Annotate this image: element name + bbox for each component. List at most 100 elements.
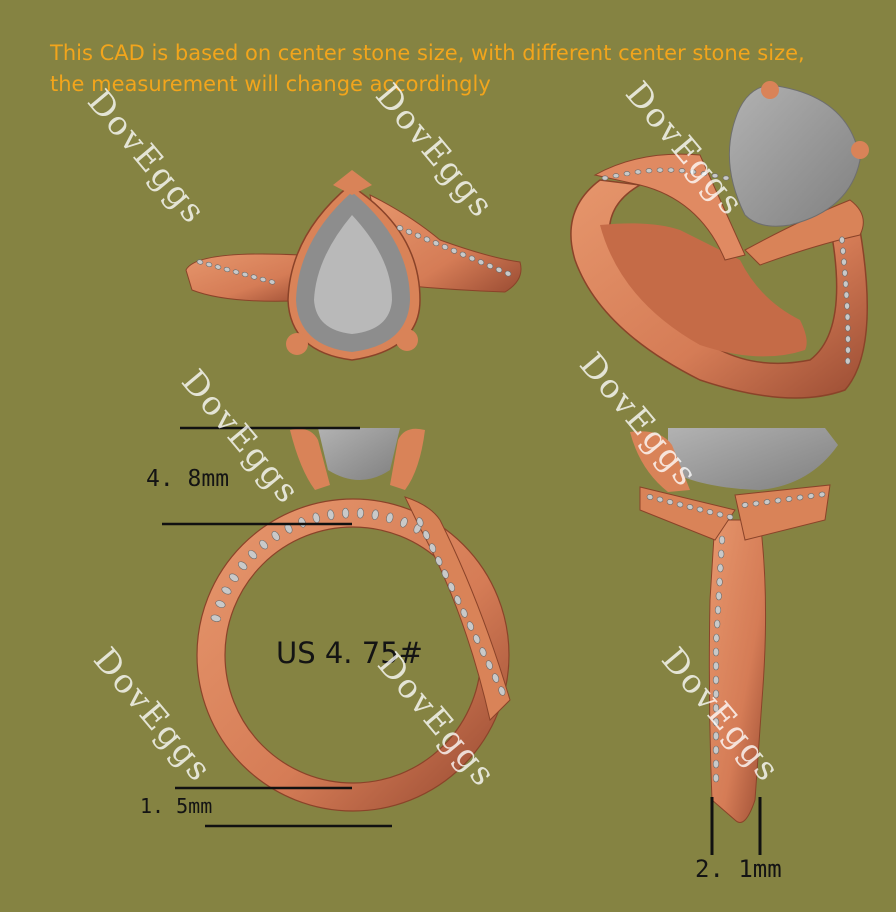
accent-stone (210, 614, 222, 622)
accent-stone (477, 259, 485, 266)
perspective-shoulder (744, 199, 864, 266)
accent-stone (473, 634, 481, 644)
accent-stone (840, 247, 846, 255)
accent-stone (454, 595, 462, 605)
accent-stone (237, 561, 248, 570)
accent-stone (371, 509, 379, 521)
front-view-prong-right (390, 428, 425, 490)
accent-stone (716, 511, 724, 518)
accent-stone (645, 168, 653, 174)
accent-stone (711, 173, 719, 179)
side-view-shank (708, 519, 767, 823)
accent-stone (841, 258, 847, 266)
cad-notice-line-2: the measurement will change accordingly (50, 72, 491, 96)
accent-stone (396, 225, 404, 231)
accent-stone (486, 263, 494, 269)
accent-stone (312, 512, 320, 524)
accent-stone (248, 550, 258, 560)
accent-stone (845, 335, 851, 343)
accent-stone (656, 167, 664, 173)
accent-stone (646, 494, 654, 500)
accent-stone (221, 586, 232, 595)
perspective-pear-stone (728, 84, 861, 227)
accent-stone (667, 167, 675, 173)
top-view (185, 170, 522, 361)
front-view (162, 426, 511, 828)
accent-stone (696, 506, 704, 513)
accent-stone (466, 621, 474, 631)
accent-stone (726, 514, 734, 520)
accent-stone (796, 494, 804, 501)
accent-stone (229, 573, 239, 582)
accent-stone (818, 491, 826, 498)
accent-stone (844, 302, 850, 310)
side-view-shoulder-right (734, 484, 831, 541)
accent-stone (842, 280, 849, 288)
accent-stone (405, 228, 413, 235)
top-height-label: 4. 8mm (146, 466, 230, 492)
accent-stone (196, 259, 204, 265)
accent-stone (435, 556, 443, 566)
accent-stone (774, 497, 782, 504)
accent-stone (714, 619, 721, 629)
accent-stone (718, 535, 726, 545)
accent-stone (250, 274, 258, 280)
accent-stone (656, 496, 664, 503)
accent-stone (479, 647, 487, 657)
accent-stone (504, 270, 512, 277)
accent-stone (495, 266, 503, 273)
top-view-prong-right (396, 329, 418, 351)
perspective-band-inner (600, 223, 807, 357)
front-view-stone (318, 428, 400, 480)
accent-stone (715, 591, 722, 601)
accent-stone (712, 675, 720, 685)
ring-size-label: US 4. 75# (276, 636, 423, 670)
accent-stone (845, 346, 851, 354)
accent-stone (468, 255, 476, 262)
accent-stone (807, 493, 815, 499)
accent-stone (686, 504, 694, 510)
accent-stone (700, 171, 708, 177)
accent-stone (414, 232, 422, 239)
accent-stone (718, 549, 725, 559)
accent-stone (712, 661, 720, 671)
front-view-ring-outer-edge (196, 498, 510, 812)
accent-stone (271, 531, 280, 541)
accent-stone (839, 236, 845, 244)
accent-stone (666, 499, 674, 505)
accent-stone (712, 689, 720, 699)
accent-stone (327, 509, 335, 521)
accent-stone (450, 247, 458, 254)
accent-stone (400, 517, 408, 528)
accent-stone (714, 605, 722, 615)
accent-stone (712, 717, 720, 727)
accent-stone (416, 517, 424, 527)
band-thickness-label: 1. 5mm (140, 794, 213, 818)
accent-stone (689, 169, 697, 175)
accent-stone (634, 169, 642, 175)
side-view-stone (668, 428, 838, 490)
accent-stone (460, 608, 468, 618)
front-view-bypass-wing (404, 496, 511, 721)
accent-stone (423, 236, 431, 243)
band-width-label: 2. 1mm (695, 855, 782, 883)
cad-notice-line-1: This CAD is based on center stone size, … (50, 41, 805, 65)
accent-stone (268, 279, 276, 285)
accent-stone (712, 773, 720, 783)
accent-stone (844, 313, 851, 321)
perspective-accent-stones (601, 167, 851, 365)
side-view-prong-left (630, 431, 690, 492)
accent-stone (441, 244, 449, 250)
accent-stone (429, 543, 437, 553)
accent-stone (716, 577, 723, 587)
accent-stone (712, 731, 720, 741)
accent-stone (259, 539, 268, 550)
accent-stone (712, 759, 720, 769)
accent-stone (623, 171, 631, 177)
accent-stone (422, 530, 430, 540)
accent-stone (232, 269, 240, 275)
accent-stone (223, 266, 231, 273)
top-view-stone-table (314, 215, 392, 334)
accent-stone (763, 499, 771, 505)
accent-stone (713, 633, 720, 643)
